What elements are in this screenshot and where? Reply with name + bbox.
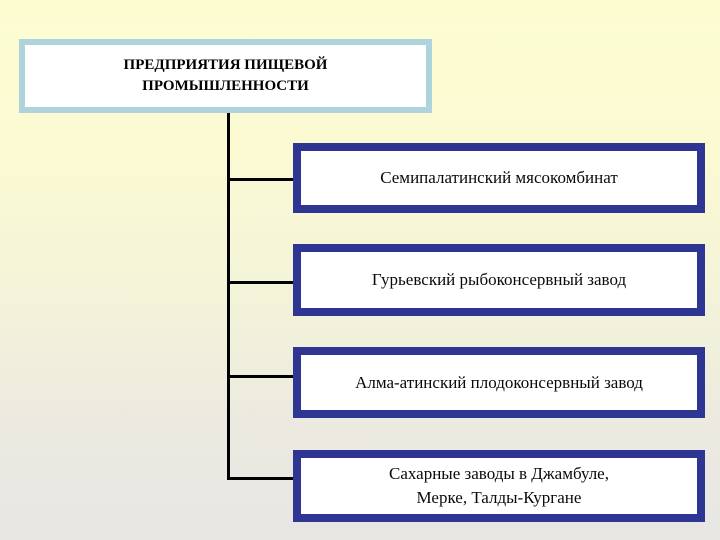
connector-branch-3 bbox=[227, 375, 293, 378]
node-label-3: Алма-атинский плодоконсервный завод bbox=[355, 372, 643, 392]
node-label-4: Сахарные заводы в Джамбуле, Мерке, Талды… bbox=[389, 464, 609, 507]
node-box-semipalatinsk-meat-plant: Семипалатинский мясокомбинат bbox=[293, 143, 705, 213]
node-box-almaata-fruit-cannery: Алма-атинский плодоконсервный завод bbox=[293, 347, 705, 418]
diagram-title: ПРЕДПРИЯТИЯ ПИЩЕВОЙ ПРОМЫШЛЕННОСТИ bbox=[123, 57, 328, 94]
node-box-sugar-factories: Сахарные заводы в Джамбуле, Мерке, Талды… bbox=[293, 450, 705, 522]
node-label-2: Гурьевский рыбоконсервный завод bbox=[371, 270, 627, 290]
connector-branch-2 bbox=[227, 281, 293, 284]
node-box-guryev-fish-cannery: Гурьевский рыбоконсервный завод bbox=[293, 244, 705, 316]
connector-branch-1 bbox=[227, 178, 293, 181]
connector-branch-4 bbox=[227, 477, 293, 480]
connector-trunk-line bbox=[227, 113, 230, 480]
node-label-1: Семипалатинский мясокомбинат bbox=[380, 168, 618, 188]
diagram-title-box: ПРЕДПРИЯТИЯ ПИЩЕВОЙ ПРОМЫШЛЕННОСТИ bbox=[19, 39, 432, 113]
